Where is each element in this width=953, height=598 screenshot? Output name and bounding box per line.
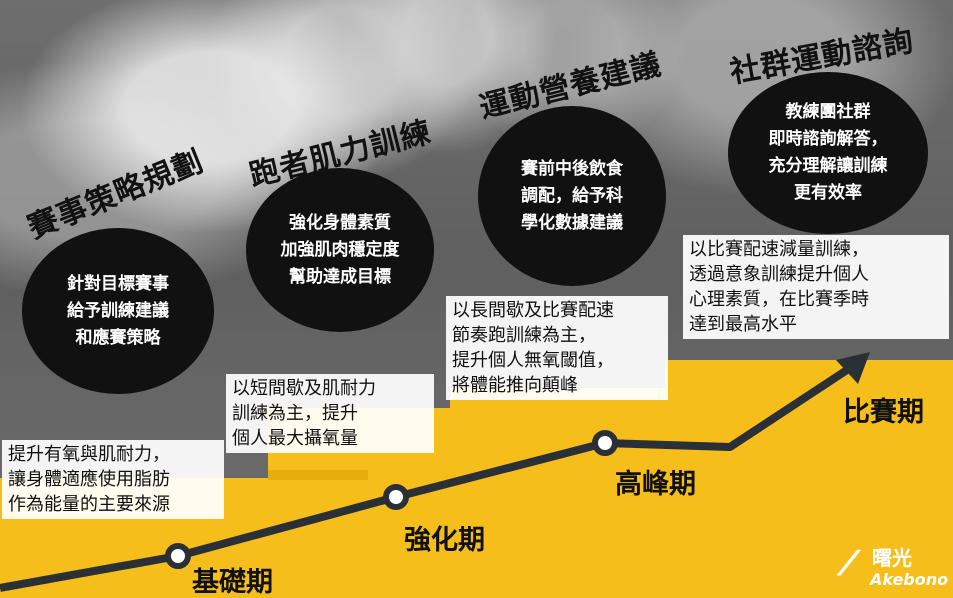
- circle-text-community: 教練團社群 即時諮詢解答， 充分理解讓訓練 更有效率: [768, 102, 888, 203]
- phase-label-build: 強化期: [404, 525, 485, 556]
- logo-english-text: Akebono: [870, 570, 949, 589]
- circle-nutrition: 賽前中後飲食 調配，給予科 學化數據建議: [478, 106, 666, 286]
- arrow-head-icon: [836, 352, 870, 384]
- circle-text-strength-training: 強化身體素質 加強肌肉穩定度 幫助達成目標: [280, 212, 400, 287]
- circle-community: 教練團社群 即時諮詢解答， 充分理解讓訓練 更有效率: [728, 72, 928, 234]
- milestone-dot-build: [383, 484, 409, 510]
- phase-description-peak: 以長間歇及比賽配速 節奏跑訓練為主， 提升個人無氧閾值， 將體能推向顛峰: [446, 296, 668, 400]
- circle-text-race-strategy: 針對目標賽事 給予訓練建議 和應賽策略: [67, 273, 169, 348]
- milestone-dot-base: [165, 543, 191, 569]
- circle-strength-training: 強化身體素質 加強肌肉穩定度 幫助達成目標: [246, 168, 434, 332]
- akebono-logo: ⁄ 曙光 Akebono: [846, 540, 948, 595]
- growth-arrow-line: [0, 364, 853, 592]
- circle-text-nutrition: 賽前中後飲食 調配，給予科 學化數據建議: [521, 158, 623, 233]
- circle-race-strategy: 針對目標賽事 給予訓練建議 和應賽策略: [22, 228, 214, 394]
- logo-chinese-text: 曙光: [872, 546, 912, 570]
- phase-description-build: 以短間歇及肌耐力 訓練為主，提升 個人最大攝氧量: [226, 374, 434, 453]
- phase-label-race: 比賽期: [843, 397, 924, 428]
- logo-mark-icon: ⁄: [846, 544, 852, 584]
- phase-description-base: 提升有氧與肌耐力， 讓身體適應使用脂肪 作為能量的主要來源: [2, 440, 224, 519]
- phase-description-race: 以比賽配速減量訓練， 透過意象訓練提升個人 心理素質，在比賽季時 達到最高水平: [683, 235, 949, 339]
- phase-label-base: 基礎期: [192, 567, 273, 598]
- phase-label-peak: 高峰期: [615, 469, 696, 500]
- milestone-dot-peak: [592, 430, 618, 456]
